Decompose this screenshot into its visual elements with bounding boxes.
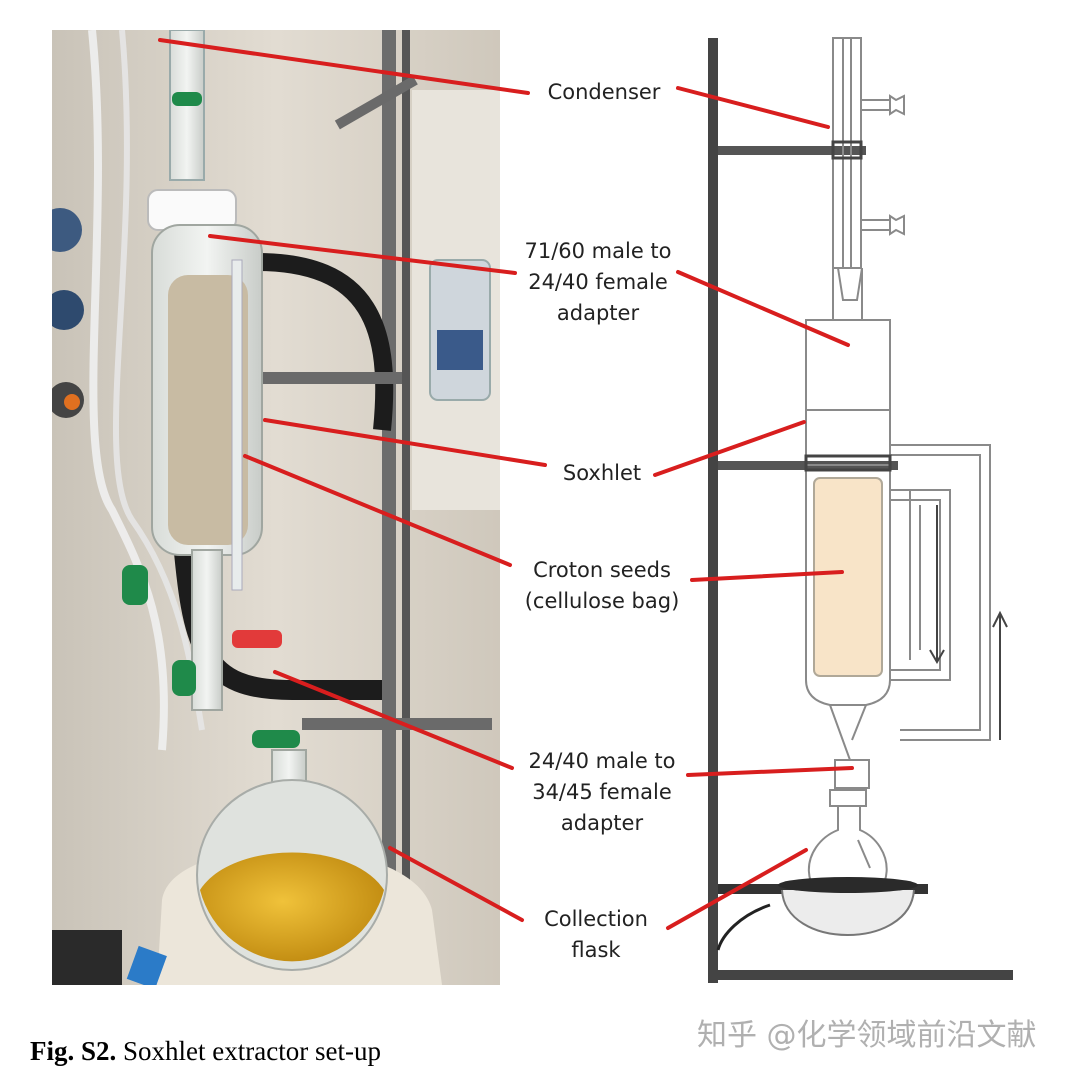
soxhlet-stem: [191, 549, 223, 711]
wall-knob: [52, 290, 84, 330]
heating-mantle-rim: [778, 877, 918, 893]
clamp-arm: [302, 718, 492, 730]
flask-solvent: [200, 852, 384, 962]
soxhlet-clamp-band: [804, 454, 892, 472]
leader-flask-right: [666, 848, 808, 930]
leader-seeds-right: [690, 570, 844, 582]
up-arrow: [992, 610, 1008, 740]
stand-rod: [402, 30, 410, 985]
wall-knob: [52, 208, 82, 252]
siphon-tube: [231, 259, 243, 591]
leader-condenser-left: [158, 38, 530, 95]
watermark: 知乎 @化学领域前沿文献: [697, 1018, 1037, 1053]
condenser-schematic: [832, 37, 905, 301]
stand-rod: [382, 30, 396, 985]
bench-object: [52, 930, 122, 985]
leader-adapter-top-left: [208, 234, 517, 275]
green-clip: [252, 730, 300, 748]
leader-adapter-top-right: [676, 270, 850, 347]
wall-knob: [64, 394, 80, 410]
cellulose-bag: [813, 477, 883, 677]
leader-condenser-right: [676, 86, 830, 129]
adapter-schematic: [805, 268, 891, 411]
condenser-clamp-band: [831, 140, 863, 160]
black-tubing: [251, 252, 394, 431]
label-flask: Collection flask: [544, 907, 648, 962]
stand-pole: [708, 38, 718, 983]
bottle-label: [437, 330, 483, 370]
leader-soxhlet-right: [653, 420, 806, 477]
clear-tubing: [88, 30, 168, 751]
label-soxhlet: Soxhlet: [562, 461, 642, 485]
label-seeds: Croton seeds (cellulose bag): [524, 558, 680, 613]
label-adapter-top: 71/60 male to 24/40 female adapter: [524, 239, 672, 325]
stand-clamp-upper: [718, 146, 866, 155]
red-clip: [232, 630, 282, 648]
clamp-arm: [242, 372, 402, 384]
leader-adapter-bottom-left: [273, 670, 514, 770]
leader-seeds-left: [243, 454, 512, 567]
bench-object: [126, 945, 167, 985]
heating-mantle: [781, 889, 915, 936]
down-arrow: [929, 505, 945, 664]
heater-cord: [716, 903, 771, 951]
clear-tubing: [112, 30, 205, 731]
seed-bag: [168, 275, 248, 545]
caption-text: Soxhlet extractor set-up: [116, 1036, 381, 1066]
stand-base: [708, 970, 1013, 980]
leader-flask-left: [388, 846, 524, 922]
caption-number: Fig. S2.: [30, 1036, 117, 1066]
leader-adapter-bottom-right: [686, 766, 854, 777]
leader-soxhlet-left: [263, 418, 547, 467]
clamp-arm: [334, 75, 418, 130]
label-adapter-bottom: 24/40 male to 34/45 female adapter: [528, 749, 676, 835]
green-clip: [122, 565, 148, 605]
figure-caption: Fig. S2. Soxhlet extractor set-up: [30, 1036, 381, 1067]
green-clip: [172, 92, 202, 106]
green-clip: [172, 660, 196, 696]
leader-lines: [158, 38, 854, 930]
apparatus-photo: [52, 30, 500, 985]
label-condenser: Condenser: [547, 80, 661, 104]
soxhlet-schematic: [805, 409, 991, 789]
